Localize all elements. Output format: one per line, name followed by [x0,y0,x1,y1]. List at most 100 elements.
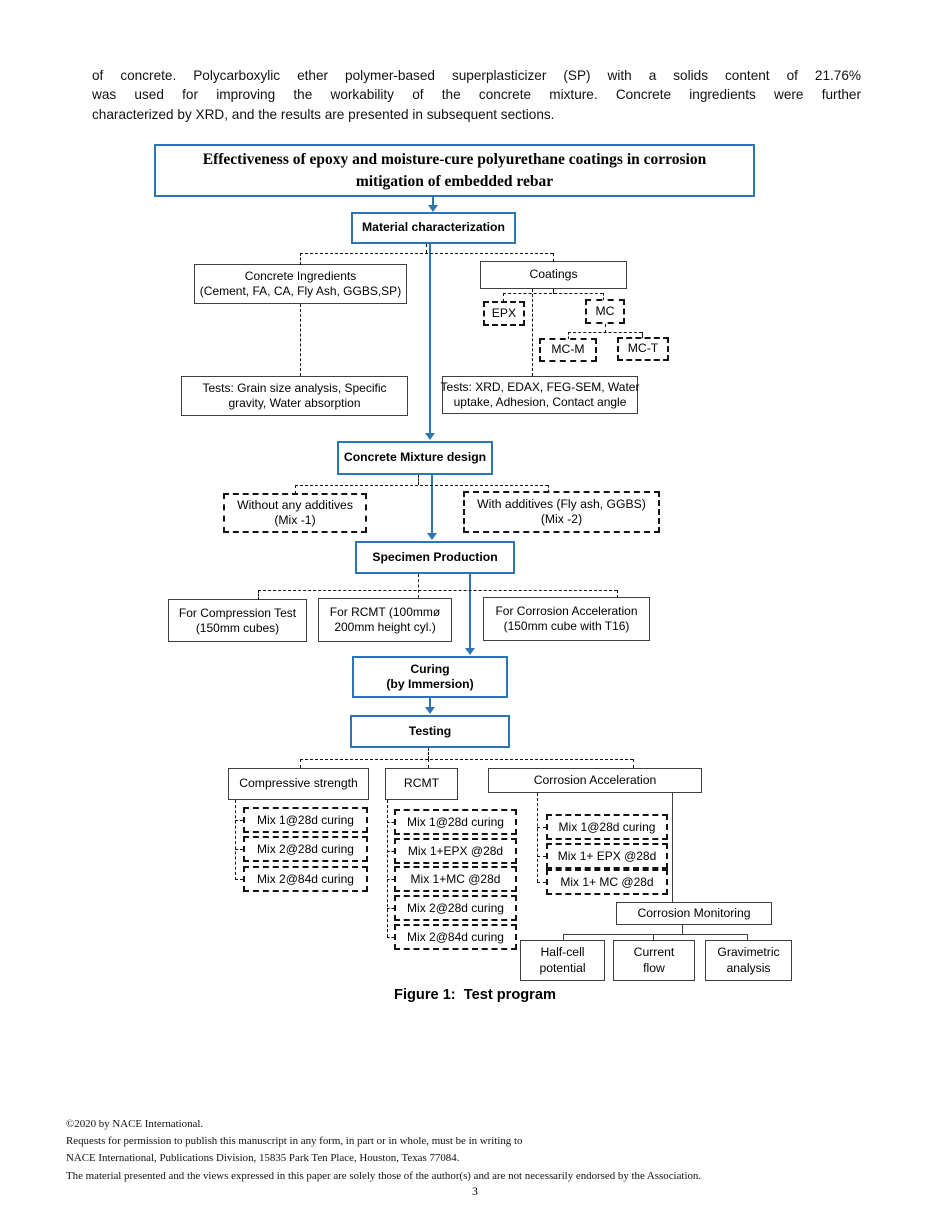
arrowhead [425,707,435,714]
box-label: Testing [408,723,452,738]
connector [300,253,553,254]
connector [387,800,388,937]
connector [235,800,236,880]
flow-box-current-flow: Current flow [613,940,695,981]
box-label: Mix 1+ MC @28d [560,874,654,889]
box-label: Mix 1+MC @28d [410,871,501,886]
box-label: Corrosion Acceleration [533,772,657,787]
connector [563,934,748,935]
box-label: Mix 1+ EPX @28d [557,848,657,863]
flow-box-corrosion-acceleration: Corrosion Acceleration [488,768,702,793]
flow-box-cs-mix3: Mix 2@84d curing [243,866,368,892]
arrowhead [465,648,475,655]
box-label: Mix 2@84d curing [407,929,504,944]
flow-box-corrosion-monitoring: Corrosion Monitoring [616,902,772,925]
flow-box-cs-mix2: Mix 2@28d curing [243,836,368,862]
connector [387,879,394,880]
box-label: Current [633,945,675,960]
box-label: For Compression Test [178,605,297,620]
connector [418,475,419,485]
box-label: Corrosion Monitoring [637,905,751,920]
connector [537,827,546,828]
arrowhead [425,433,435,440]
connector [235,879,243,880]
connector [682,925,683,934]
connector [428,759,429,768]
box-label: (150mm cubes) [195,620,280,635]
connector [258,590,617,591]
box-label: Gravimetric [717,945,780,960]
connector [235,849,243,850]
flow-box-mc: MC [585,299,625,324]
connector [532,289,533,376]
box-label: (Cement, FA, CA, Fly Ash, GGBS,SP) [199,284,402,298]
connector [429,244,431,434]
flow-box-mix2: With additives (Fly ash, GGBS) (Mix -2) [463,491,660,533]
connector [563,934,564,941]
flow-box-rcmt-mix2: Mix 1+EPX @28d [394,838,517,864]
connector [603,293,604,300]
box-label: MC-M [551,342,585,357]
flow-box-epx: EPX [483,301,525,326]
flow-box-rcmt-mix5: Mix 2@84d curing [394,924,517,950]
box-label: Tests: XRD, EDAX, FEG-SEM, Water [440,380,640,394]
connector [672,793,673,902]
box-label: Mix 1@28d curing [407,814,504,829]
connector [633,759,634,768]
flow-box-mc-t: MC-T [617,337,669,361]
flow-box-mix1: Without any additives (Mix -1) [223,493,367,533]
box-label: (Mix -2) [540,512,583,526]
body-paragraph: of concrete. Polycarboxylic ether polyme… [92,66,861,124]
connector [469,574,471,649]
box-label: For RCMT (100mmø [329,605,441,619]
flow-box-testing: Testing [350,715,510,748]
flow-box-chart-title: Effectiveness of epoxy and moisture-cure… [154,144,755,197]
box-label: flow [643,960,665,975]
box-label: Tests: Grain size analysis, Specific [202,381,387,395]
connector [537,793,538,882]
flow-box-concrete-ingredients: Concrete Ingredients (Cement, FA, CA, Fl… [194,264,407,304]
flow-box-gravimetric-analysis: Gravimetric analysis [705,940,792,981]
flow-box-tests-right: Tests: XRD, EDAX, FEG-SEM, Water uptake,… [440,376,640,414]
flow-box-compressive-strength: Compressive strength [228,768,369,800]
connector [568,332,642,333]
connector [747,934,748,941]
box-label: Half-cell [540,945,585,960]
box-label: Mix 1@28d curing [558,819,656,834]
box-label: 200mm height cyl.) [334,620,436,634]
box-label: For Corrosion Acceleration [495,604,638,618]
box-label: uptake, Adhesion, Contact angle [453,395,627,409]
flow-box-curing: Curing (by Immersion) [352,656,508,698]
flow-box-cs-mix1: Mix 1@28d curing [243,807,368,833]
box-label: potential [539,960,586,975]
connector [300,759,301,768]
box-label: Concrete Ingredients [244,269,357,283]
flow-box-ca-mix3: Mix 1+ MC @28d [546,869,668,895]
connector [503,293,603,294]
footer-line: Requests for permission to publish this … [66,1135,523,1148]
connector [432,197,434,206]
box-label: Compressive strength [239,776,358,791]
flow-box-rcmt: RCMT [385,768,458,800]
connector [295,485,296,494]
footer: ©2020 by NACE International. Requests fo… [66,1116,886,1185]
box-label: gravity, Water absorption [228,396,361,410]
chart-title-line1: Effectiveness of epoxy and moisture-cure… [202,150,707,168]
paragraph-line: characterized by XRD, and the results ar… [92,106,555,122]
connector [617,590,618,598]
footer-line: NACE International, Publications Divisio… [66,1152,460,1165]
connector [537,882,546,883]
flow-box-rcmt-mix3: Mix 1+MC @28d [394,866,517,892]
flow-box-for-corrosion-acceleration: For Corrosion Acceleration (150mm cube w… [483,597,650,641]
flow-box-mc-m: MC-M [539,338,597,362]
connector [548,485,549,492]
connector [605,324,606,333]
connector [418,574,419,598]
box-label: Mix 2@28d curing [407,900,504,915]
box-label: analysis [726,960,771,975]
box-label: Curing [410,661,450,676]
flow-box-coatings: Coatings [480,261,627,289]
box-label: Without any additives [237,497,353,512]
connector [295,485,548,486]
